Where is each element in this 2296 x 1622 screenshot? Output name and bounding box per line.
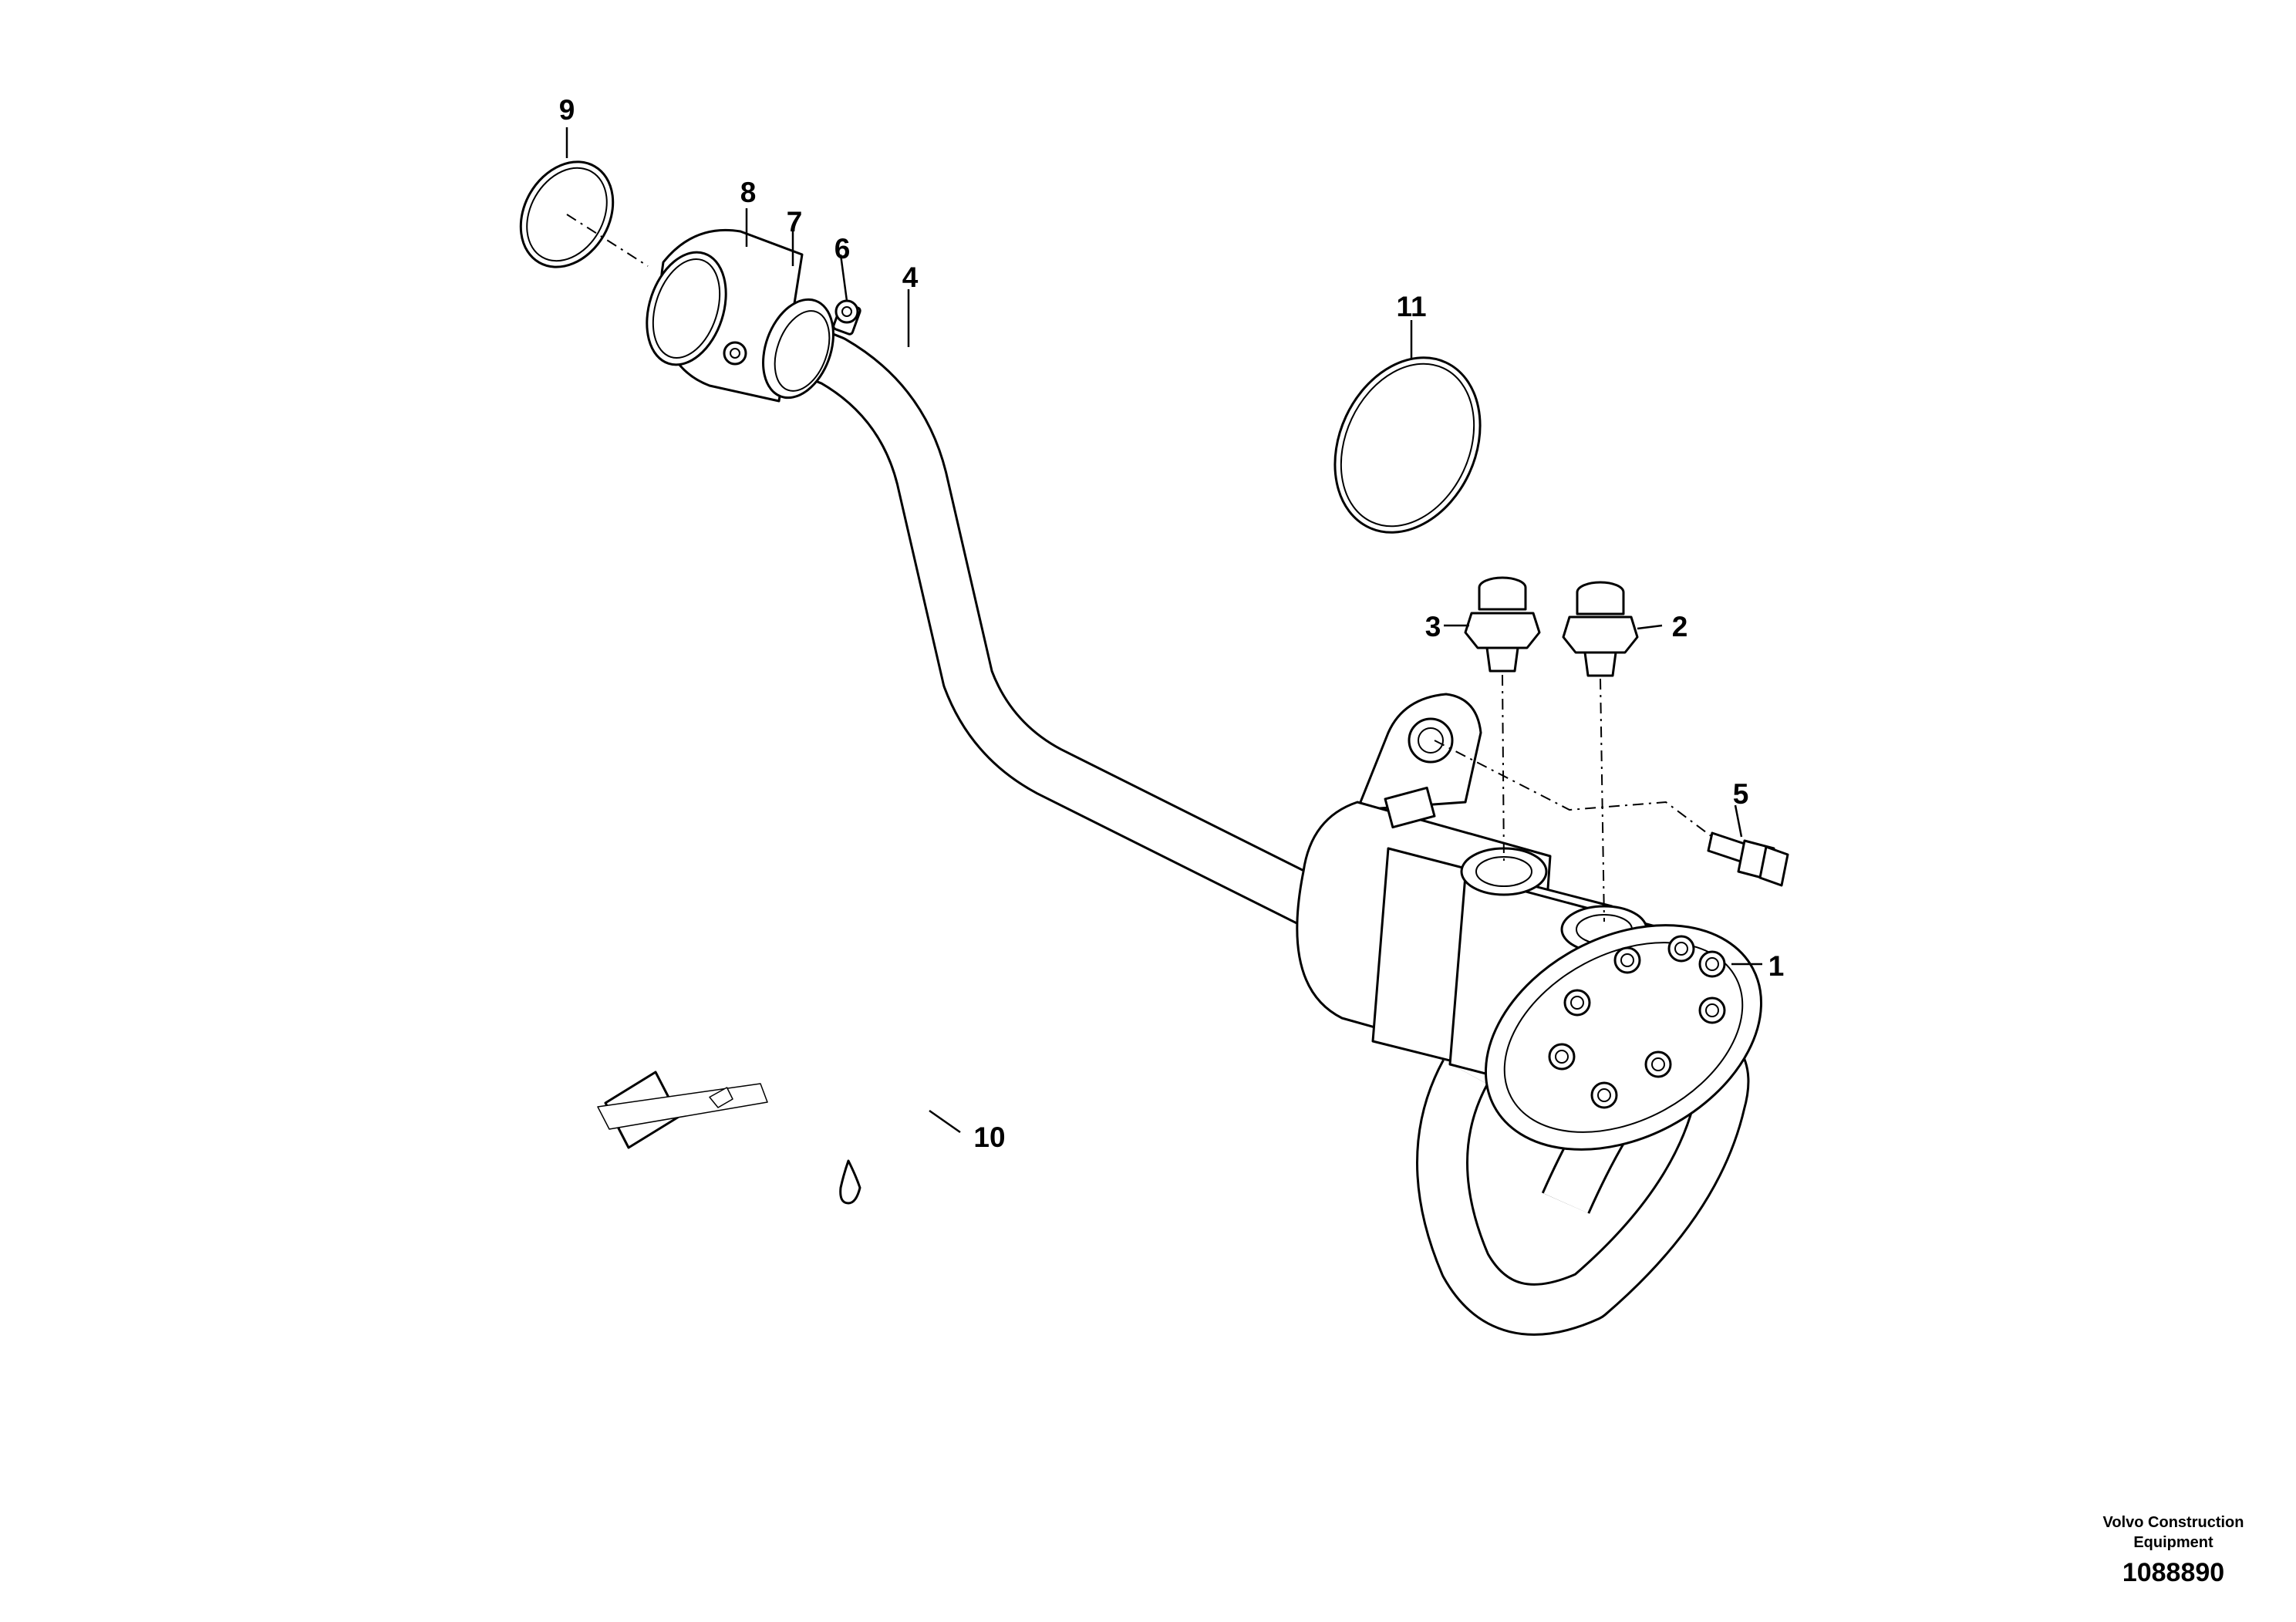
centerline-ring [566, 214, 649, 267]
sealant-tube [597, 1071, 861, 1205]
centerline-fitting-2 [1600, 678, 1605, 922]
callout-5: 5 [1733, 778, 1749, 810]
callout-2: 2 [1672, 611, 1688, 642]
credit-line-2: Equipment [2133, 1534, 2213, 1551]
hydraulic-motor [1296, 693, 1763, 1151]
callout-11: 11 [1396, 291, 1426, 322]
callout-4: 4 [902, 261, 919, 293]
callout-1: 1 [1768, 950, 1785, 982]
adapter-fitting-3 [1464, 576, 1541, 673]
end-cover-bolts [1548, 935, 1726, 1109]
callout-7: 7 [787, 206, 803, 238]
credit-line-1: Volvo Construction [2103, 1514, 2244, 1531]
callout-10: 10 [973, 1121, 1005, 1153]
callout-3: 3 [1425, 611, 1441, 642]
centerline-fitting-3 [1502, 674, 1505, 865]
leader-lines [565, 127, 1762, 1134]
callout-8: 8 [740, 177, 757, 208]
hydraulic-pipe [769, 315, 1750, 1336]
o-ring-small [519, 160, 615, 268]
callout-6: 6 [834, 233, 851, 265]
centerline-screw [1434, 740, 1713, 838]
document-number: 1088890 [2122, 1558, 2224, 1587]
flange-screw [1707, 831, 1789, 887]
adapter-fitting-2 [1562, 581, 1639, 677]
hose-clamp [723, 298, 861, 400]
callout-9: 9 [559, 94, 575, 126]
o-ring-large [1333, 356, 1482, 534]
clamp-screw [834, 299, 859, 324]
